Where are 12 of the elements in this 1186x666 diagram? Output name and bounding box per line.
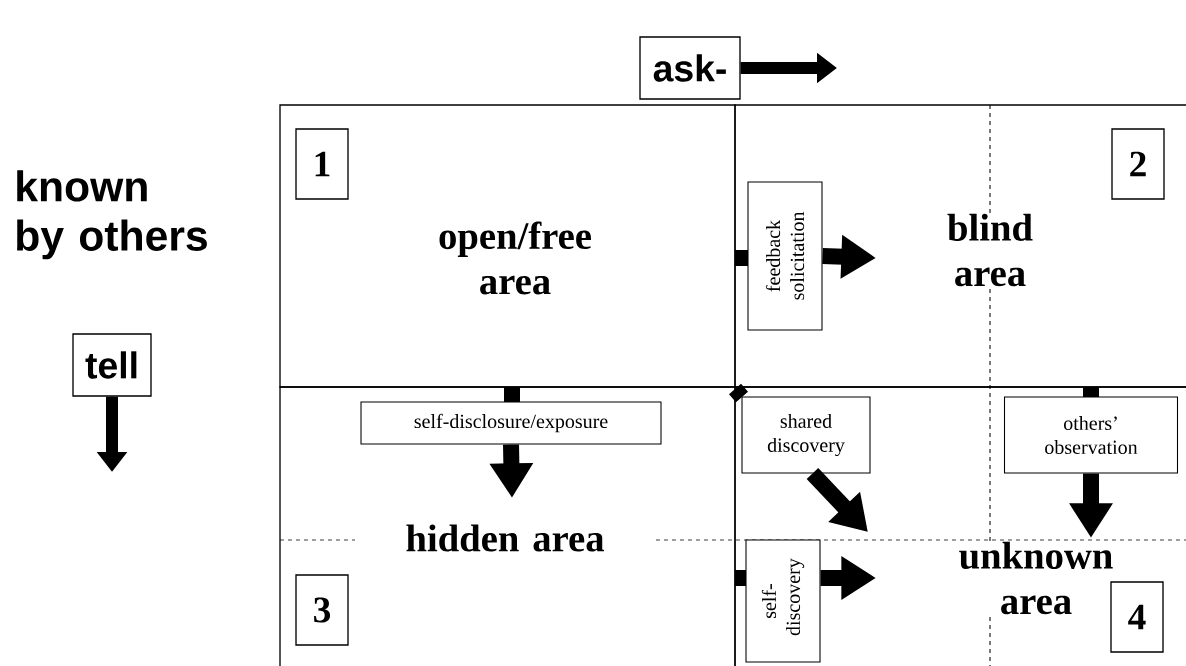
label-box: others’ observation [1003,396,1179,474]
label-box: self-discovery [745,539,821,663]
label-box: tell [72,333,152,397]
label-box: shared discovery [741,396,871,474]
side-label: known by others [17,170,207,260]
number-box: 1 [295,128,349,200]
number-box: 4 [1110,581,1164,653]
number-box: 3 [295,574,349,646]
label-box: feedback solicitation [747,181,823,331]
label-box: ask- [639,36,741,100]
label-box: self-disclosure/exposure [360,401,662,445]
number-box: 2 [1111,128,1165,200]
